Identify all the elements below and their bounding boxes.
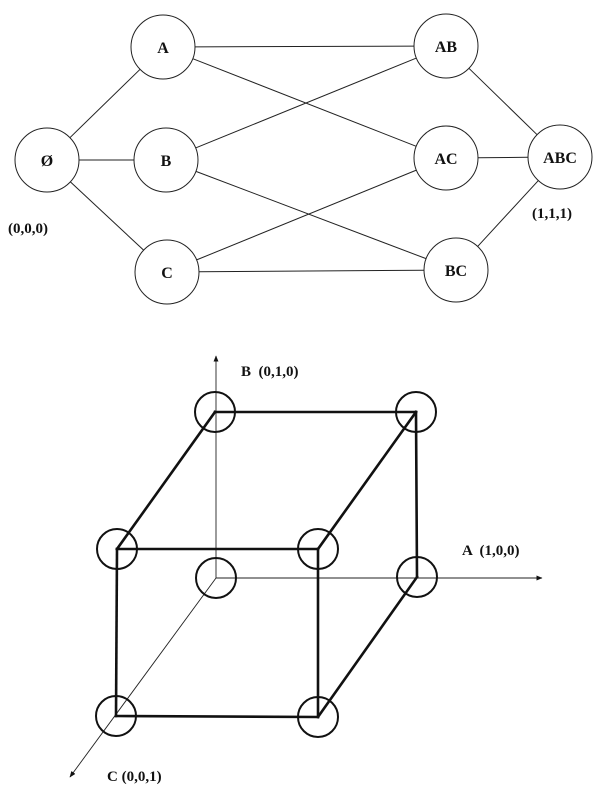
lattice-node-ABC: ABC xyxy=(527,124,593,190)
cube-vertex-001 xyxy=(95,695,137,737)
lattice-edge-C-BC xyxy=(198,269,425,273)
lattice-node-C: C xyxy=(134,239,200,305)
lattice-edge-AB-ABC xyxy=(468,67,538,136)
lattice-edge-empty-C xyxy=(70,181,144,251)
axis-c-label: C (0,0,1) xyxy=(107,769,162,785)
node-circle xyxy=(413,125,479,191)
node-label: AB xyxy=(435,39,458,56)
lattice-node-BC: BC xyxy=(423,237,489,303)
lattice-node-A: A xyxy=(130,14,196,80)
node-label: Ø xyxy=(41,153,53,170)
axis-c xyxy=(69,577,217,778)
axis-b-label: B (0,1,0) xyxy=(241,364,299,380)
cube-vertex-100 xyxy=(396,556,438,598)
node-label: A xyxy=(157,40,169,57)
node-circle xyxy=(413,13,479,79)
lattice-edge-A-AB xyxy=(194,45,415,48)
cube-vertex-101 xyxy=(297,696,339,738)
lattice-edge-B-BC xyxy=(195,170,427,260)
node-circle xyxy=(14,127,80,193)
node-circle xyxy=(130,14,196,80)
node-label: BC xyxy=(445,263,467,280)
node-label: AC xyxy=(434,151,457,168)
axis-a-label: A (1,0,0) xyxy=(462,543,520,559)
cube-vertices xyxy=(95,391,438,738)
cube-edge-110-111 xyxy=(316,410,418,551)
cube-vertex-011 xyxy=(96,528,138,570)
node-label: ABC xyxy=(543,150,577,167)
node-circle xyxy=(134,239,200,305)
lattice-node-B: B xyxy=(133,127,199,193)
node-label: B xyxy=(161,153,172,170)
lattice-edges xyxy=(69,45,539,273)
cube-edges xyxy=(114,410,419,719)
node-circle xyxy=(423,237,489,303)
lattice-edge-empty-A xyxy=(69,68,141,139)
lattice-node-AC: AC xyxy=(413,125,479,191)
cube-vertex-010 xyxy=(194,391,236,433)
cube-vertex-110 xyxy=(395,391,437,433)
cube-edge-011-001 xyxy=(114,547,119,718)
cube-axes xyxy=(69,355,543,778)
node-circle xyxy=(133,127,199,193)
bottom-coord-label: (0,0,0) xyxy=(8,221,48,237)
cube-edge-100-101 xyxy=(316,575,419,719)
cube-edge-001-101 xyxy=(114,714,320,719)
lattice-edge-BC-ABC xyxy=(477,180,539,247)
lattice-node-empty: Ø xyxy=(14,127,80,193)
cube-vertex-111 xyxy=(297,528,339,570)
cube-vertex-000 xyxy=(195,557,237,599)
cube-edge-110-100 xyxy=(414,410,419,579)
top-coord-label: (1,1,1) xyxy=(532,206,572,222)
lattice-edge-B-AB xyxy=(195,57,417,149)
lattice-edge-C-AC xyxy=(196,169,417,261)
lattice-node-AB: AB xyxy=(413,13,479,79)
cube-edge-010-011 xyxy=(115,410,217,551)
node-label: C xyxy=(161,265,173,282)
lattice-edge-A-AC xyxy=(192,58,417,147)
node-circle xyxy=(527,124,593,190)
